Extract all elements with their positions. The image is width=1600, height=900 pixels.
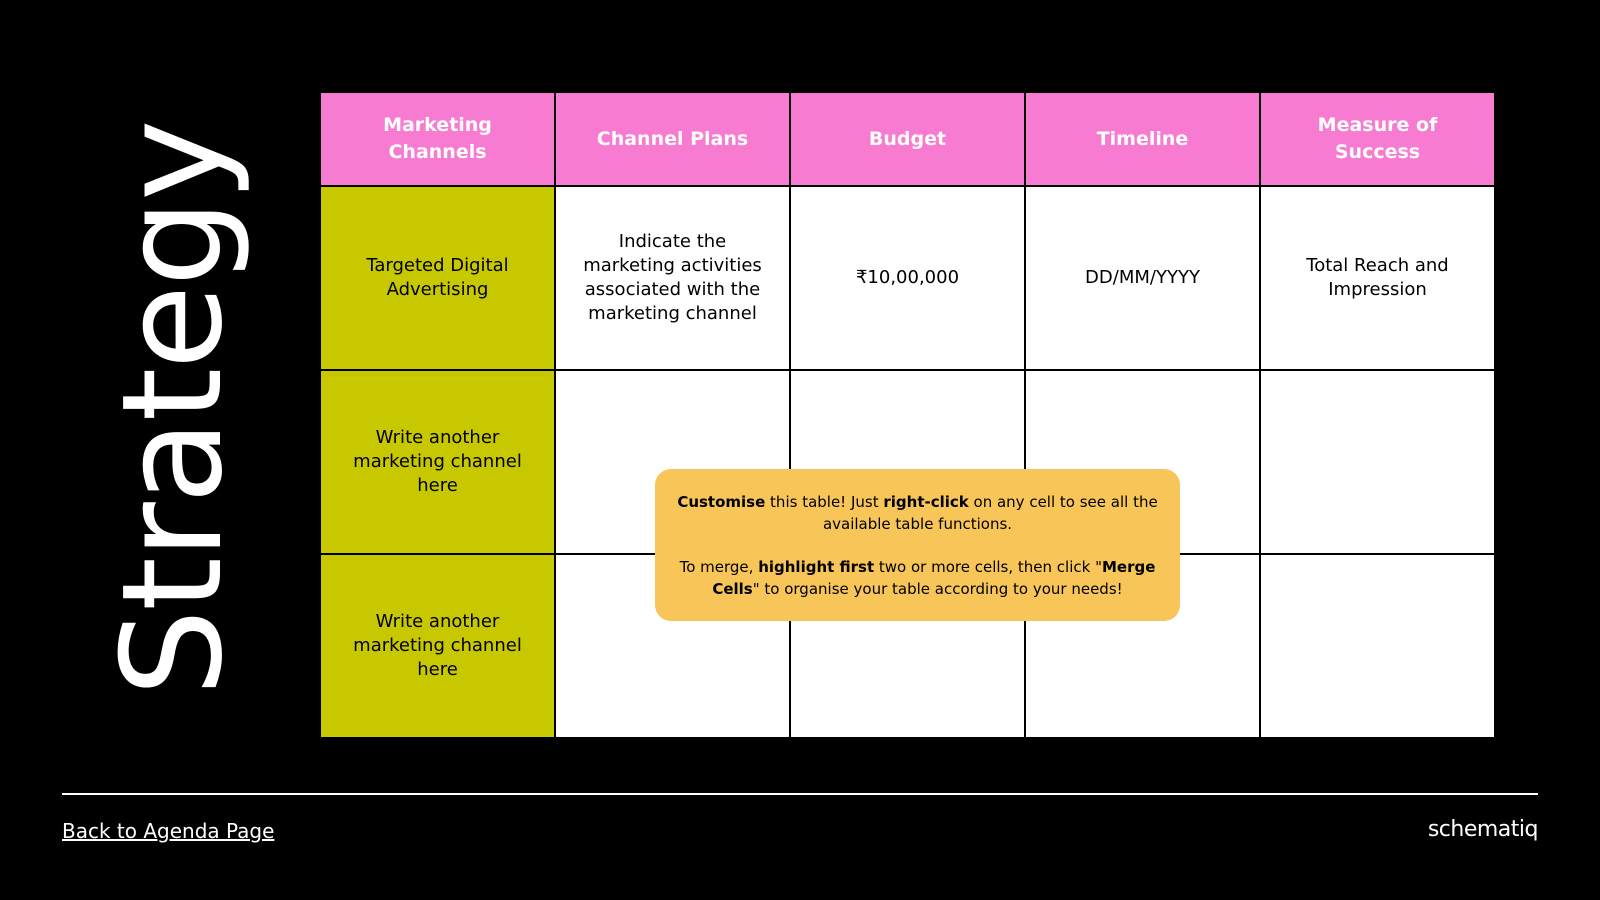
header-channel-plans[interactable]: Channel Plans (554, 91, 791, 187)
channel-cell[interactable]: Write another marketing channel here (319, 553, 556, 739)
tip-text: To merge, (679, 558, 759, 576)
header-marketing-channels[interactable]: Marketing Channels (319, 91, 556, 187)
measure-cell[interactable] (1259, 369, 1496, 555)
table-header-row: Marketing Channels Channel Plans Budget … (319, 91, 1496, 187)
page-title: Strategy (92, 121, 253, 697)
table-row: Targeted Digital Advertising Indicate th… (319, 185, 1496, 371)
measure-cell[interactable] (1259, 553, 1496, 739)
tip-emphasis: highlight first (758, 558, 875, 576)
budget-cell[interactable]: ₹10,00,000 (789, 185, 1026, 371)
channel-cell[interactable]: Targeted Digital Advertising (319, 185, 556, 371)
channel-cell[interactable]: Write another marketing channel here (319, 369, 556, 555)
footer-divider (62, 793, 1538, 795)
header-budget[interactable]: Budget (789, 91, 1026, 187)
tip-text: this table! Just (765, 493, 884, 511)
tip-line-2: To merge, highlight first two or more ce… (671, 556, 1164, 600)
tip-emphasis: right-click (883, 493, 969, 511)
tip-text: " to organise your table according to yo… (752, 580, 1123, 598)
tip-text: on any cell to see all the available tab… (822, 493, 1158, 533)
header-measure-of-success[interactable]: Measure of Success (1259, 91, 1496, 187)
tip-emphasis: Merge Cells (712, 558, 1156, 598)
timeline-cell[interactable]: DD/MM/YYYY (1024, 185, 1261, 371)
strategy-table: Marketing Channels Channel Plans Budget … (319, 91, 1496, 739)
measure-cell[interactable]: Total Reach and Impression (1259, 185, 1496, 371)
back-to-agenda-link[interactable]: Back to Agenda Page (62, 819, 275, 843)
header-timeline[interactable]: Timeline (1024, 91, 1261, 187)
tip-line-1: Customise this table! Just right-click o… (671, 491, 1164, 535)
tip-text: two or more cells, then click " (874, 558, 1102, 576)
channel-plan-cell[interactable] (554, 369, 791, 555)
brand-logo: schematiq (1427, 817, 1539, 842)
tip-emphasis: Customise (677, 493, 766, 511)
customise-tip-box: Customise this table! Just right-click o… (655, 469, 1180, 621)
channel-plan-cell[interactable]: Indicate the marketing activities associ… (554, 185, 791, 371)
